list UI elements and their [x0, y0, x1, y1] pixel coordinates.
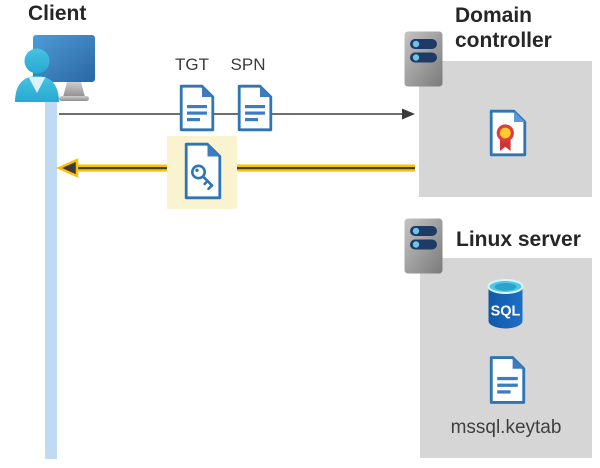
client-label: Client — [28, 2, 87, 25]
user-icon-collar — [28, 77, 46, 93]
response-arrow — [56, 158, 415, 178]
sql-database-icon: SQL — [487, 279, 524, 329]
tgt-document-icon — [179, 84, 215, 132]
sql-badge-text: SQL — [491, 304, 521, 320]
document-fold — [202, 86, 213, 97]
tgt-label: TGT — [175, 55, 209, 74]
monitor-stand — [63, 82, 85, 97]
linux-server-label: Linux server — [456, 228, 581, 251]
linux-server-server-icon — [404, 218, 443, 274]
keytab-filename-label: mssql.keytab — [450, 417, 562, 438]
client-user-workstation-icon — [15, 35, 95, 102]
key-document-icon — [184, 142, 222, 200]
certificate-seal — [496, 124, 514, 142]
spn-label: SPN — [230, 55, 266, 74]
response-arrow-core-line — [75, 167, 415, 170]
keytab-document-icon — [489, 356, 526, 404]
monitor-base — [59, 96, 89, 101]
document-fold — [512, 357, 524, 369]
certificate-icon — [489, 109, 527, 157]
request-arrowhead-icon — [402, 108, 415, 120]
request-arrow — [59, 108, 415, 120]
client-lifeline — [45, 93, 57, 459]
user-icon-head — [24, 48, 50, 74]
document-fold — [260, 86, 271, 97]
response-arrowhead-icon — [56, 158, 79, 178]
domain-controller-label: Domain controller — [455, 4, 552, 52]
certificate-ribbon — [500, 138, 511, 151]
key-icon — [191, 164, 214, 191]
monitor-icon — [33, 35, 95, 82]
domain-controller-server-icon — [404, 31, 443, 87]
spn-document-icon — [237, 84, 273, 132]
document-fold — [207, 144, 220, 157]
